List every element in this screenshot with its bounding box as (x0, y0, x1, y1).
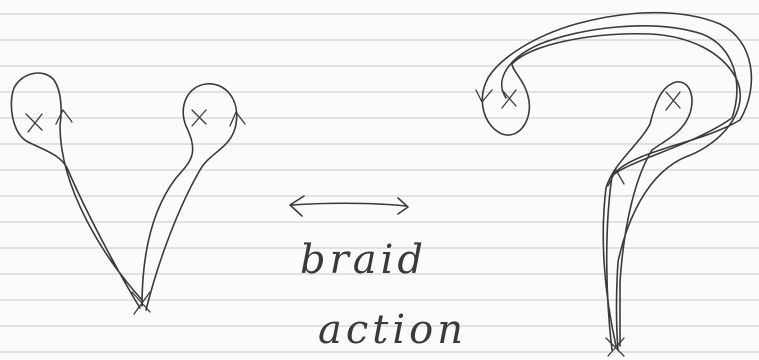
puncture-x (502, 90, 516, 108)
left-loop-a (11, 73, 142, 308)
label-braid: braid (300, 240, 427, 280)
label-action: action (318, 310, 467, 350)
puncture-x (26, 114, 42, 132)
loop-outline (482, 13, 751, 350)
arrowhead-icon (290, 196, 304, 216)
loop-outline (11, 73, 142, 308)
arrow-shaft (292, 203, 406, 206)
arrowhead-icon (476, 90, 492, 102)
right-loop-outer (476, 13, 751, 350)
puncture-x (192, 110, 206, 126)
arrowhead-icon (230, 112, 245, 126)
arrowhead-icon (56, 110, 72, 124)
loop-outline (142, 84, 237, 310)
braid-arrow-icon (290, 196, 408, 216)
puncture-x (666, 92, 680, 110)
left-loop-b (142, 84, 245, 310)
